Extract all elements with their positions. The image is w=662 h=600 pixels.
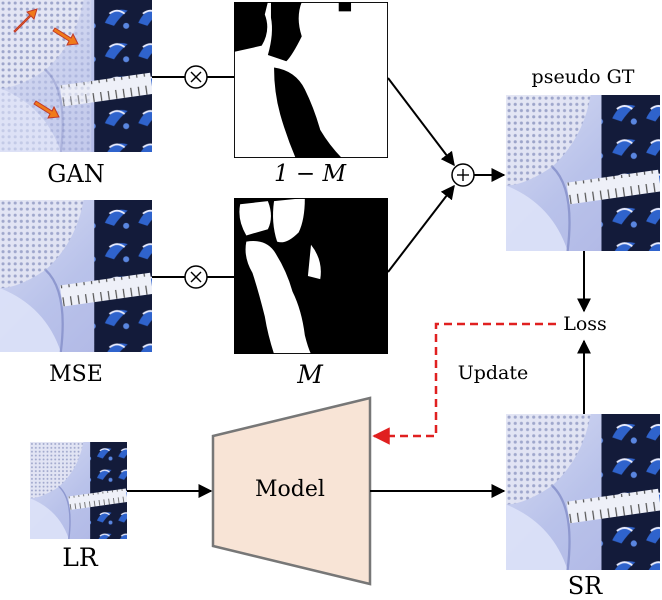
- gan-image: [0, 0, 152, 152]
- pseudo-gt-label: pseudo GT: [531, 66, 635, 88]
- mask-m: [234, 198, 388, 354]
- circle-times-icon: [184, 65, 208, 89]
- orange-arrow-icon: [13, 8, 79, 119]
- one-minus-m-label: 1 − M: [273, 161, 347, 187]
- sr-image: [506, 414, 660, 570]
- update-label: Update: [457, 362, 529, 384]
- pseudo-gt-image: [506, 95, 660, 251]
- lr-label: LR: [62, 543, 98, 572]
- mse-image: [0, 200, 152, 352]
- gan-label: GAN: [47, 160, 105, 188]
- connector-lines: [127, 76, 591, 498]
- model-label: Model: [255, 477, 325, 502]
- sr-label: SR: [567, 572, 603, 600]
- model-block: [211, 396, 372, 586]
- mse-label: MSE: [49, 362, 103, 387]
- circle-plus-icon: [451, 163, 475, 187]
- m-label: M: [297, 360, 323, 389]
- mask-one-minus-m: [234, 2, 388, 158]
- lr-image: [30, 442, 127, 539]
- circle-times-icon: [184, 265, 208, 289]
- loss-label: Loss: [556, 315, 614, 334]
- update-arrow: [372, 322, 556, 445]
